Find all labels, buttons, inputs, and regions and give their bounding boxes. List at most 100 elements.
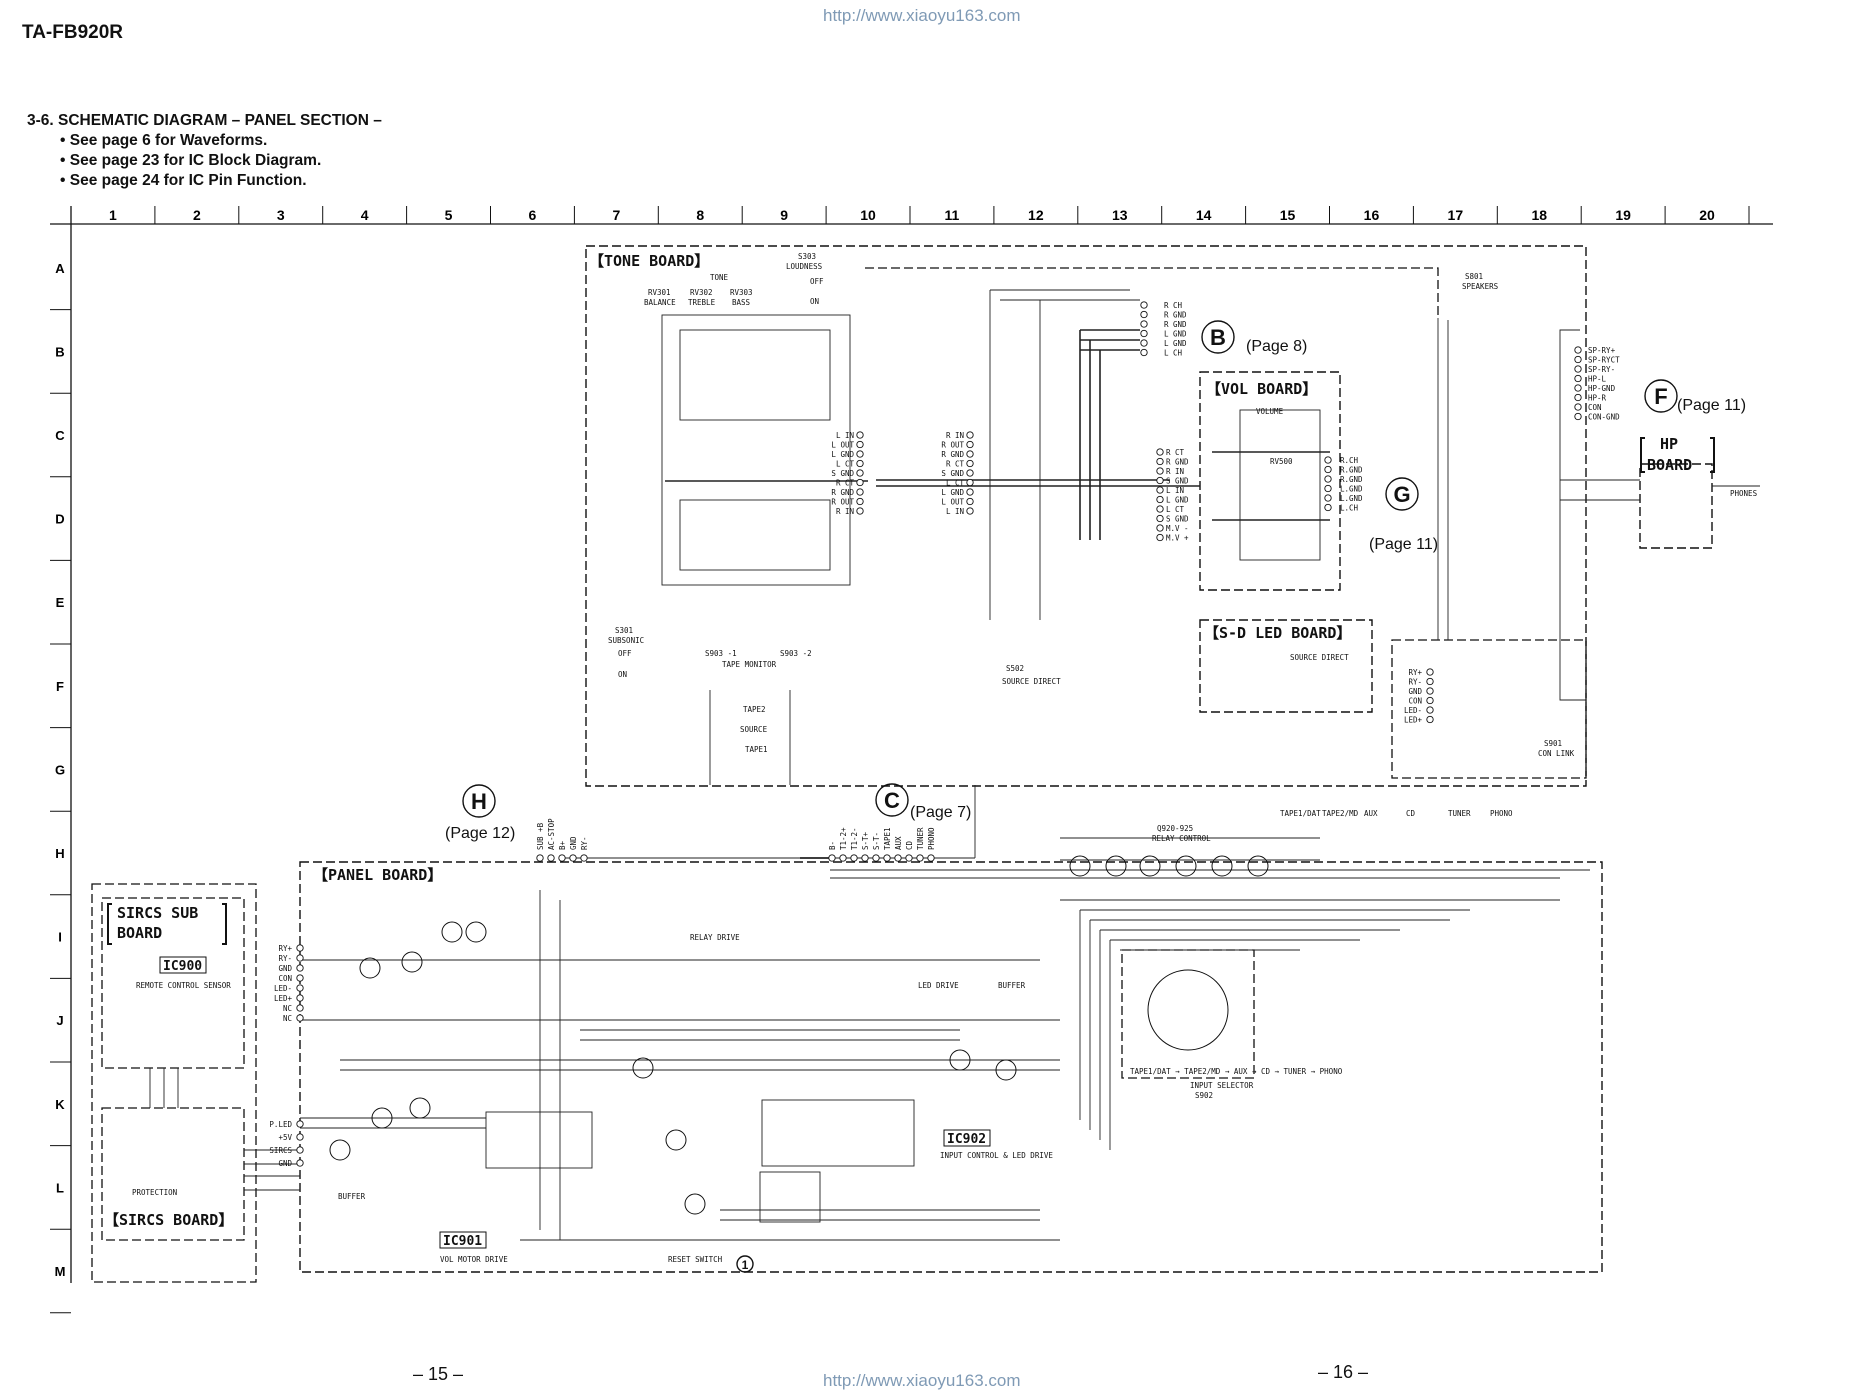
cn501-label: S GND xyxy=(1166,477,1189,486)
section-heading: 3-6. SCHEMATIC DIAGRAM – PANEL SECTION –… xyxy=(27,111,382,191)
cn904-pin xyxy=(905,854,913,862)
sircs_pins-label: SIRCS xyxy=(269,1146,292,1155)
cn904-label: AUX xyxy=(894,836,903,850)
sircs-sub-board-title-2: BOARD xyxy=(117,924,162,942)
selector-led-label: PHONO xyxy=(1490,809,1513,818)
sircs_pins-label: GND xyxy=(278,1159,292,1168)
transistor xyxy=(441,921,463,943)
cn903-pin xyxy=(296,974,304,982)
transistor xyxy=(665,1129,687,1151)
selector-led-label: TAPE1/DAT xyxy=(1280,809,1321,818)
cn901-label: LED- xyxy=(1404,706,1422,715)
cn901-label: CON xyxy=(1408,697,1422,706)
grid-column-16: 16 xyxy=(1364,207,1380,223)
grid-row-I: I xyxy=(58,930,62,945)
cn304-label: R IN xyxy=(946,431,964,440)
amp-board-outline xyxy=(865,267,1439,318)
cn501-pin xyxy=(1156,524,1164,532)
sircs_pins-pin xyxy=(296,1159,304,1167)
note-waveforms: • See page 6 for Waveforms. xyxy=(60,132,268,149)
watermark-url-bottom[interactable]: http://www.xiaoyu163.com xyxy=(823,1371,1021,1390)
grid-column-4: 4 xyxy=(361,207,369,223)
cn903-pin xyxy=(296,1014,304,1022)
label-subsonic: SUBSONIC xyxy=(608,636,644,645)
cn501-pin xyxy=(1156,514,1164,523)
sircs-board-title: 【SIRCS BOARD】 xyxy=(104,1211,233,1229)
cn300-label: L CH xyxy=(1164,349,1183,358)
cn501-label: R IN xyxy=(1166,467,1184,476)
grid-row-A: A xyxy=(55,261,65,276)
sircs_pins-pin xyxy=(296,1120,304,1128)
grid-row-E: E xyxy=(56,595,65,610)
grid-column-5: 5 xyxy=(445,207,453,223)
label-vol-motor-drive: VOL MOTOR DRIVE xyxy=(440,1255,508,1264)
label-selector-sequence: TAPE1/DAT → TAPE2/MD → AUX → CD → TUNER … xyxy=(1130,1067,1343,1076)
cn501-pin xyxy=(1156,448,1164,456)
sircs-sub-board-title-1: SIRCS SUB xyxy=(117,904,198,922)
transistor xyxy=(371,1107,393,1129)
grid-column-6: 6 xyxy=(529,207,537,223)
label-speakers: SPEAKERS xyxy=(1462,282,1499,291)
cn903-pin xyxy=(296,984,304,992)
grid-row-H: H xyxy=(55,846,64,861)
label-buffer: BUFFER xyxy=(338,1192,366,1201)
sircs_pins-label: +5V xyxy=(278,1133,292,1142)
cn503-label: L.GND xyxy=(1340,485,1363,494)
label-reset-switch: RESET SWITCH xyxy=(668,1255,723,1264)
sircs-outer-outline xyxy=(91,883,257,1283)
grid-column-1: 1 xyxy=(109,207,117,223)
cn304-pin xyxy=(966,459,974,468)
cn801-label: HP-R xyxy=(1588,394,1607,403)
cn904-pin xyxy=(861,854,869,862)
label-s502: S502 xyxy=(1006,664,1024,673)
grid-column-2: 2 xyxy=(193,207,201,223)
transistors xyxy=(329,855,1269,1215)
cn501-label: S GND xyxy=(1166,515,1189,524)
label-source-direct: SOURCE DIRECT xyxy=(1290,653,1349,662)
connector-pins xyxy=(296,301,1582,1167)
label-s903-1: S903 -1 xyxy=(705,649,737,658)
label-tape2: TAPE2 xyxy=(743,705,766,714)
label-volume: VOLUME xyxy=(1256,407,1284,416)
cn305-pin xyxy=(856,507,864,515)
cn503-pin xyxy=(1324,456,1332,464)
sd-led-board-outline xyxy=(1199,619,1373,713)
grid-column-10: 10 xyxy=(860,207,876,223)
cn905-label: AC-STOP xyxy=(547,818,556,850)
grid-column-11: 11 xyxy=(945,207,960,223)
connector-g-circle xyxy=(1385,477,1419,511)
watermark-url-top[interactable]: http://www.xiaoyu163.com xyxy=(823,6,1021,25)
cn801-label: HP-GND xyxy=(1588,384,1616,393)
cn300-pin xyxy=(1140,348,1148,357)
grid-column-20: 20 xyxy=(1699,207,1715,223)
cn801-pin xyxy=(1574,374,1582,383)
cn501-pin xyxy=(1156,457,1164,466)
cn801-label: CON-GND xyxy=(1588,413,1620,422)
panel-board-outline xyxy=(299,861,1603,1273)
cn903-pin xyxy=(296,964,304,972)
cn904-pin xyxy=(916,854,924,862)
cn801-pin xyxy=(1574,412,1582,421)
transistor xyxy=(401,951,423,973)
tone-board-outline xyxy=(585,245,1587,787)
transistor xyxy=(329,1139,351,1161)
cn903-label: NC xyxy=(283,1004,292,1013)
grid-row-B: B xyxy=(55,344,64,359)
cn903-label: LED- xyxy=(274,984,292,993)
transistor xyxy=(1211,855,1233,877)
cn300-pin xyxy=(1140,301,1148,309)
vol-board-outline xyxy=(1199,371,1341,591)
cn903-pin xyxy=(296,994,304,1002)
cn305-label: R IN xyxy=(836,507,854,516)
cn300-pin xyxy=(1140,320,1148,328)
cn304-label: L GND xyxy=(941,488,964,497)
label-balance: BALANCE xyxy=(644,298,676,307)
cn305-pin xyxy=(856,478,864,487)
cn903-pin xyxy=(296,1004,304,1012)
cn305-label: L CT xyxy=(836,460,855,469)
vol-board-title: 【VOL BOARD】 xyxy=(1206,380,1317,398)
grid-column-3: 3 xyxy=(277,207,285,223)
transistor xyxy=(1175,855,1197,877)
cn905-pin xyxy=(536,854,544,862)
